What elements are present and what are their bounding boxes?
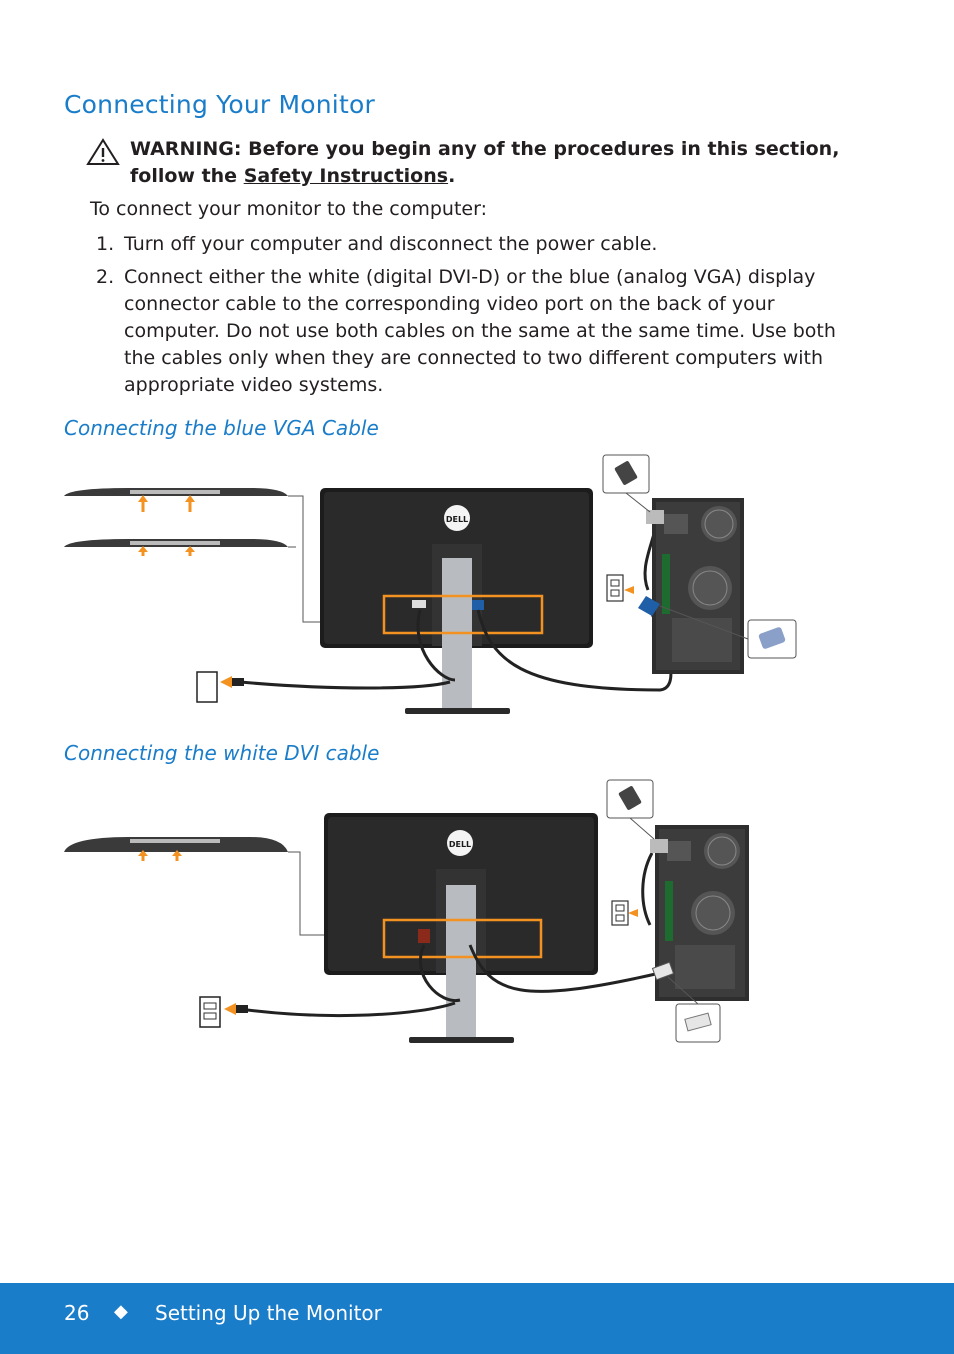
list-item: 2. Connect either the white (digital DVI… — [90, 264, 850, 399]
warning-period: . — [448, 165, 456, 187]
warning-text: WARNING: Before you begin any of the pro… — [130, 138, 840, 187]
vga-connector-callout — [747, 619, 797, 659]
step-text: Turn off your computer and disconnect th… — [124, 233, 658, 255]
warning-note: WARNING: Before you begin any of the pro… — [86, 136, 856, 190]
warning-icon — [86, 138, 120, 165]
intro-text: To connect your monitor to the computer: — [90, 198, 487, 220]
monitor-rear-icon: DELL — [324, 813, 598, 1043]
monitor-bottom-view-icon — [64, 539, 288, 556]
power-connector-callout — [602, 454, 650, 494]
power-outlet-callout — [606, 574, 634, 602]
page-number: 26 — [64, 1301, 90, 1325]
power-connector-callout — [606, 779, 654, 819]
wall-outlet-icon — [199, 996, 221, 1028]
monitor-bottom-view-icon — [64, 488, 288, 512]
dvi-section-heading: Connecting the white DVI cable — [64, 741, 380, 765]
step-list: 1. Turn off your computer and disconnect… — [90, 231, 850, 405]
power-outlet-callout — [611, 900, 638, 926]
monitor-bottom-view-icon — [64, 837, 288, 861]
footer-section-title: Setting Up the Monitor — [155, 1301, 382, 1325]
vga-connection-illustration: DELL — [64, 454, 797, 714]
page-footer: 26 ◆ Setting Up the Monitor — [0, 1283, 954, 1354]
computer-tower-icon — [652, 498, 744, 674]
dell-logo: DELL — [446, 515, 468, 524]
step-number: 1. — [96, 233, 115, 255]
diamond-separator-icon: ◆ — [114, 1301, 128, 1322]
step-number: 2. — [96, 266, 115, 288]
page-title: Connecting Your Monitor — [64, 90, 375, 119]
safety-instructions-link[interactable]: Safety Instructions — [243, 165, 449, 187]
dvi-connection-illustration: DELL — [64, 779, 749, 1043]
vga-section-heading: Connecting the blue VGA Cable — [64, 416, 379, 440]
wall-outlet-icon — [196, 671, 218, 703]
dell-logo: DELL — [449, 840, 471, 849]
step-text: Connect either the white (digital DVI-D)… — [124, 266, 836, 396]
dvi-connector-callout — [675, 1003, 721, 1043]
monitor-rear-icon: DELL — [320, 488, 593, 714]
list-item: 1. Turn off your computer and disconnect… — [90, 231, 850, 258]
